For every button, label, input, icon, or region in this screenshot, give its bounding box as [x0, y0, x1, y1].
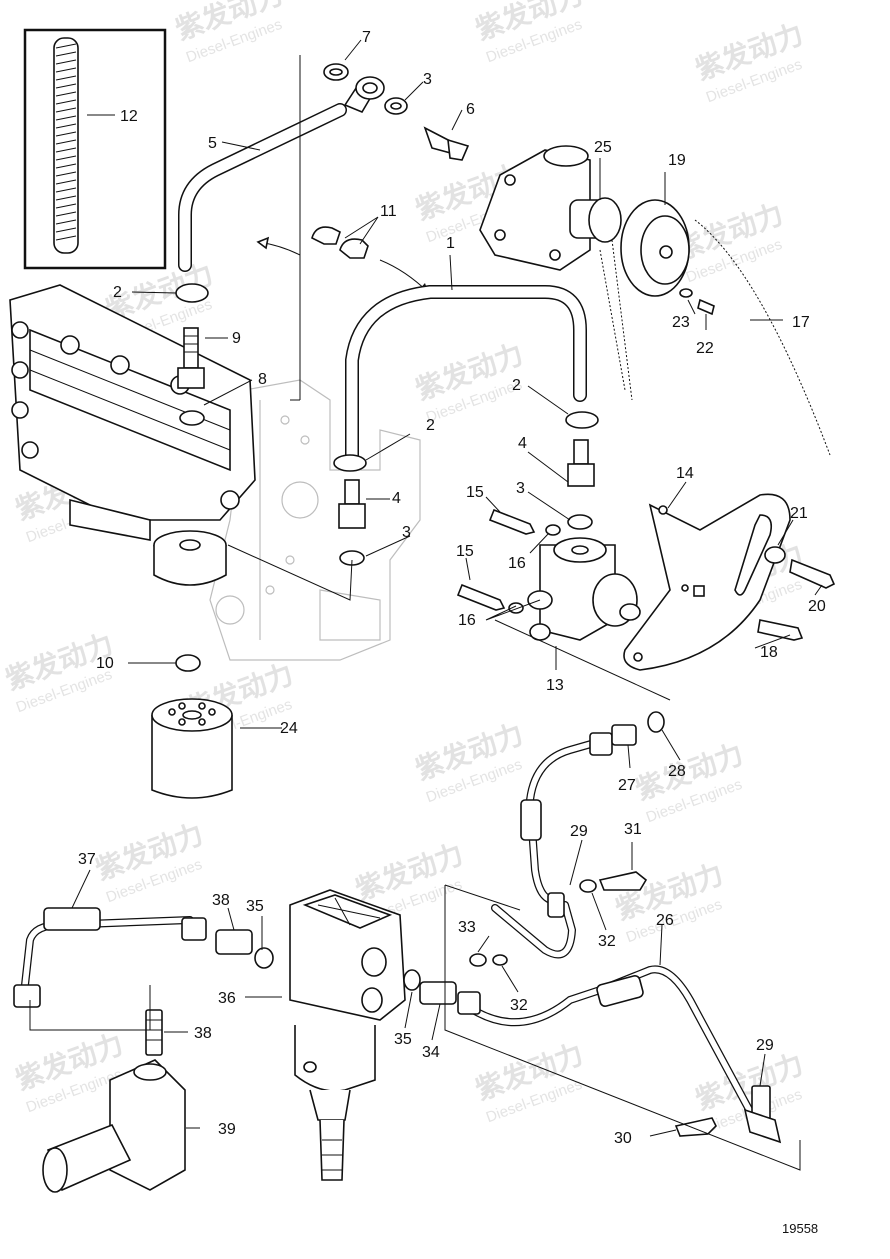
washer-16-upper — [545, 524, 561, 536]
callout-1: 1 — [446, 235, 455, 252]
callout-5: 5 — [208, 135, 217, 152]
pump-and-pulley — [479, 145, 831, 456]
figure-number: 19558 — [782, 1221, 818, 1236]
callout-3: 3 — [516, 480, 525, 497]
callout-labels: 12 5 7 3 6 11 1 2 9 8 2 2 4 4 3 3 15 16 … — [78, 29, 826, 1236]
bolt-18 — [757, 619, 804, 641]
callout-6: 6 — [466, 101, 475, 118]
engine-block-outline — [209, 379, 421, 661]
valve-39 — [42, 1009, 186, 1193]
callout-3: 3 — [402, 524, 411, 541]
callout-32: 32 — [510, 997, 528, 1014]
bolt-30 — [674, 1117, 717, 1137]
washer-21 — [764, 546, 786, 564]
mounting-bracket-14 — [623, 493, 791, 671]
callout-28: 28 — [668, 763, 686, 780]
callout-9: 9 — [232, 330, 241, 347]
callout-30: 30 — [614, 1130, 632, 1147]
callout-34: 34 — [422, 1044, 440, 1061]
callout-33: 33 — [458, 919, 476, 936]
callout-39: 39 — [218, 1121, 236, 1138]
callout-4: 4 — [518, 435, 527, 452]
callout-13: 13 — [546, 677, 564, 694]
fuel-hose-1 — [345, 285, 587, 462]
callout-20: 20 — [808, 598, 826, 615]
callout-16: 16 — [508, 555, 526, 572]
callout-29: 29 — [570, 823, 588, 840]
hose-clamps-11 — [256, 226, 429, 293]
inset-spring-box — [23, 28, 167, 270]
callout-2: 2 — [113, 284, 122, 301]
filter-cartridge-24 — [151, 654, 233, 799]
callout-26: 26 — [656, 912, 674, 929]
banjo-fitting — [323, 63, 470, 161]
callout-18: 18 — [760, 644, 778, 661]
callout-22: 22 — [696, 340, 714, 357]
bolt-20 — [789, 558, 836, 589]
callout-8: 8 — [258, 371, 267, 388]
washer-32 — [492, 954, 508, 966]
bolt-15-upper — [488, 508, 536, 535]
pipe-37-assembly — [13, 907, 481, 1015]
callout-7: 7 — [362, 29, 371, 46]
bolt-15-lower — [456, 583, 506, 611]
callout-15: 15 — [466, 484, 484, 501]
callout-15: 15 — [456, 543, 474, 560]
filter-housing-assembly — [9, 284, 256, 586]
water-separator-36 — [289, 889, 406, 1181]
callout-3: 3 — [423, 71, 432, 88]
nut-33 — [469, 953, 487, 967]
callout-12: 12 — [120, 108, 138, 125]
callout-35: 35 — [394, 1031, 412, 1048]
callout-29: 29 — [756, 1037, 774, 1054]
fitting-9 — [175, 283, 209, 426]
fuel-pipe-26 — [466, 965, 782, 1144]
callout-31: 31 — [624, 821, 642, 838]
callout-17: 17 — [792, 314, 810, 331]
callout-23: 23 — [672, 314, 690, 331]
hose-1-fittings — [333, 411, 599, 566]
callout-35: 35 — [246, 898, 264, 915]
fuel-pipe-loop — [491, 871, 648, 959]
callout-11: 11 — [380, 203, 397, 220]
feed-pump-13 — [527, 537, 641, 641]
callout-16: 16 — [458, 612, 476, 629]
callout-4: 4 — [392, 490, 401, 507]
callout-10: 10 — [96, 655, 114, 672]
callout-19: 19 — [668, 152, 686, 169]
callout-14: 14 — [676, 465, 694, 482]
callout-2: 2 — [512, 377, 521, 394]
callout-25: 25 — [594, 139, 612, 156]
callout-2: 2 — [426, 417, 435, 434]
callout-24: 24 — [280, 720, 298, 737]
leader-lines — [29, 39, 823, 1171]
callout-21: 21 — [790, 505, 808, 522]
callout-38: 38 — [212, 892, 230, 909]
callout-27: 27 — [618, 777, 636, 794]
callout-38: 38 — [194, 1025, 212, 1042]
callout-32: 32 — [598, 933, 616, 950]
fuel-hose-5 — [178, 103, 347, 272]
callout-37: 37 — [78, 851, 96, 868]
callout-36: 36 — [218, 990, 236, 1007]
